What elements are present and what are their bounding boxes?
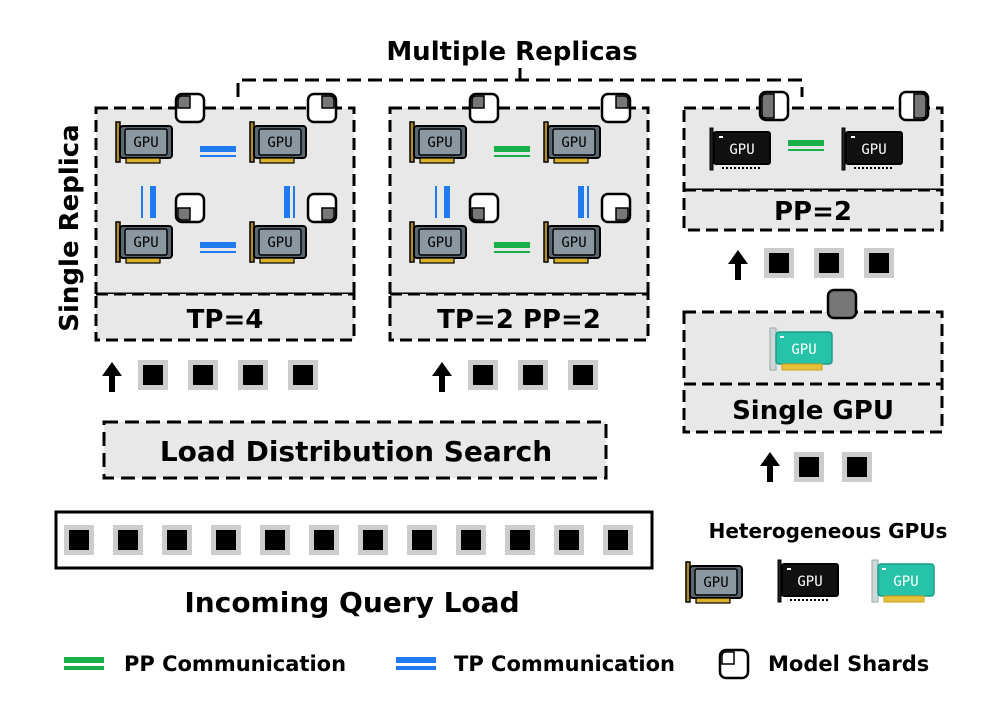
gpu-icon <box>543 121 601 164</box>
tp-link <box>578 186 589 218</box>
pp-link <box>494 242 530 253</box>
query-block <box>505 525 535 555</box>
gpu-icon <box>409 221 467 264</box>
shard-icon <box>174 92 206 124</box>
query-block <box>603 525 633 555</box>
panel-single: Single GPU <box>682 288 944 434</box>
config-label-tp2pp2: TP=2 PP=2 <box>437 305 601 335</box>
tp-link <box>141 186 156 218</box>
legend-tp-swatch <box>396 657 436 670</box>
panel-pp2: PP=2 <box>682 90 944 232</box>
query-block <box>814 248 844 278</box>
query-block <box>794 452 824 482</box>
query-block <box>309 525 339 555</box>
gpu-icon <box>409 121 467 164</box>
arrow-up-icon <box>760 452 780 482</box>
shard-icon <box>306 192 338 224</box>
gpu-icon <box>769 327 833 371</box>
query-block <box>64 525 94 555</box>
query-block <box>260 525 290 555</box>
tp-link <box>284 186 295 218</box>
gpu-icon <box>871 559 935 603</box>
panel-tp2pp2: TP=2 PP=2 <box>388 92 650 342</box>
query-block <box>211 525 241 555</box>
config-label-pp2: PP=2 <box>774 197 852 227</box>
query-block <box>238 360 268 390</box>
legend-pp-swatch <box>64 657 104 670</box>
query-block <box>407 525 437 555</box>
gpu-icon <box>841 127 903 171</box>
incoming-label: Incoming Query Load <box>184 586 519 619</box>
tp-link <box>435 186 450 218</box>
gpu-icon <box>543 221 601 264</box>
legend-tp-label: TP Communication <box>454 652 675 676</box>
shard-icon <box>600 192 632 224</box>
query-row-tp4 <box>102 362 122 392</box>
gpu-icon <box>115 121 173 164</box>
arrow-up-icon <box>432 362 452 392</box>
title: Multiple Replicas <box>386 37 637 67</box>
shard-icon <box>600 92 632 124</box>
query-block <box>864 248 894 278</box>
shard-icon <box>898 90 930 122</box>
query-block <box>138 360 168 390</box>
shard-icon <box>174 192 206 224</box>
legend-shards-label: Model Shards <box>768 652 929 676</box>
shard-icon <box>468 192 500 224</box>
gpu-icon <box>115 221 173 264</box>
query-block <box>518 360 548 390</box>
query-block <box>554 525 584 555</box>
arrow-up-icon <box>728 250 748 280</box>
shard-icon <box>758 90 790 122</box>
config-label-tp4: TP=4 <box>187 305 264 335</box>
legend-pp-label: PP Communication <box>124 652 346 676</box>
model-shard-icon <box>718 648 750 680</box>
load-search-box: Load Distribution Search <box>102 420 608 480</box>
query-block <box>162 525 192 555</box>
gpu-icon <box>709 127 771 171</box>
tp-link <box>200 146 236 157</box>
shard-icon <box>306 92 338 124</box>
query-block <box>764 248 794 278</box>
pp-link <box>494 146 530 157</box>
query-block <box>113 525 143 555</box>
query-block <box>288 360 318 390</box>
side-label: Single Replica <box>55 124 85 331</box>
query-block <box>568 360 598 390</box>
shard-icon <box>826 288 858 320</box>
query-block <box>842 452 872 482</box>
pp-link <box>788 140 824 151</box>
query-block <box>358 525 388 555</box>
gpu-icon <box>777 559 839 603</box>
gpu-icon <box>249 121 307 164</box>
tp-link <box>200 242 236 253</box>
query-block <box>188 360 218 390</box>
query-block <box>456 525 486 555</box>
arrow-up-icon <box>102 362 122 392</box>
hetero-label: Heterogeneous GPUs <box>709 519 948 543</box>
query-row-tp2pp2 <box>432 362 452 392</box>
gpu-icon <box>249 221 307 264</box>
panel-tp4: TP=4 <box>94 92 356 342</box>
config-label-single: Single GPU <box>732 396 894 426</box>
legend: PP Communication TP Communication Model … <box>64 648 929 680</box>
query-row-pp2 <box>728 250 748 280</box>
incoming-bar <box>54 510 654 570</box>
gpu-icon <box>685 561 743 604</box>
shard-icon <box>468 92 500 124</box>
load-search-label: Load Distribution Search <box>160 435 552 468</box>
query-block <box>468 360 498 390</box>
query-row-single <box>760 452 780 482</box>
